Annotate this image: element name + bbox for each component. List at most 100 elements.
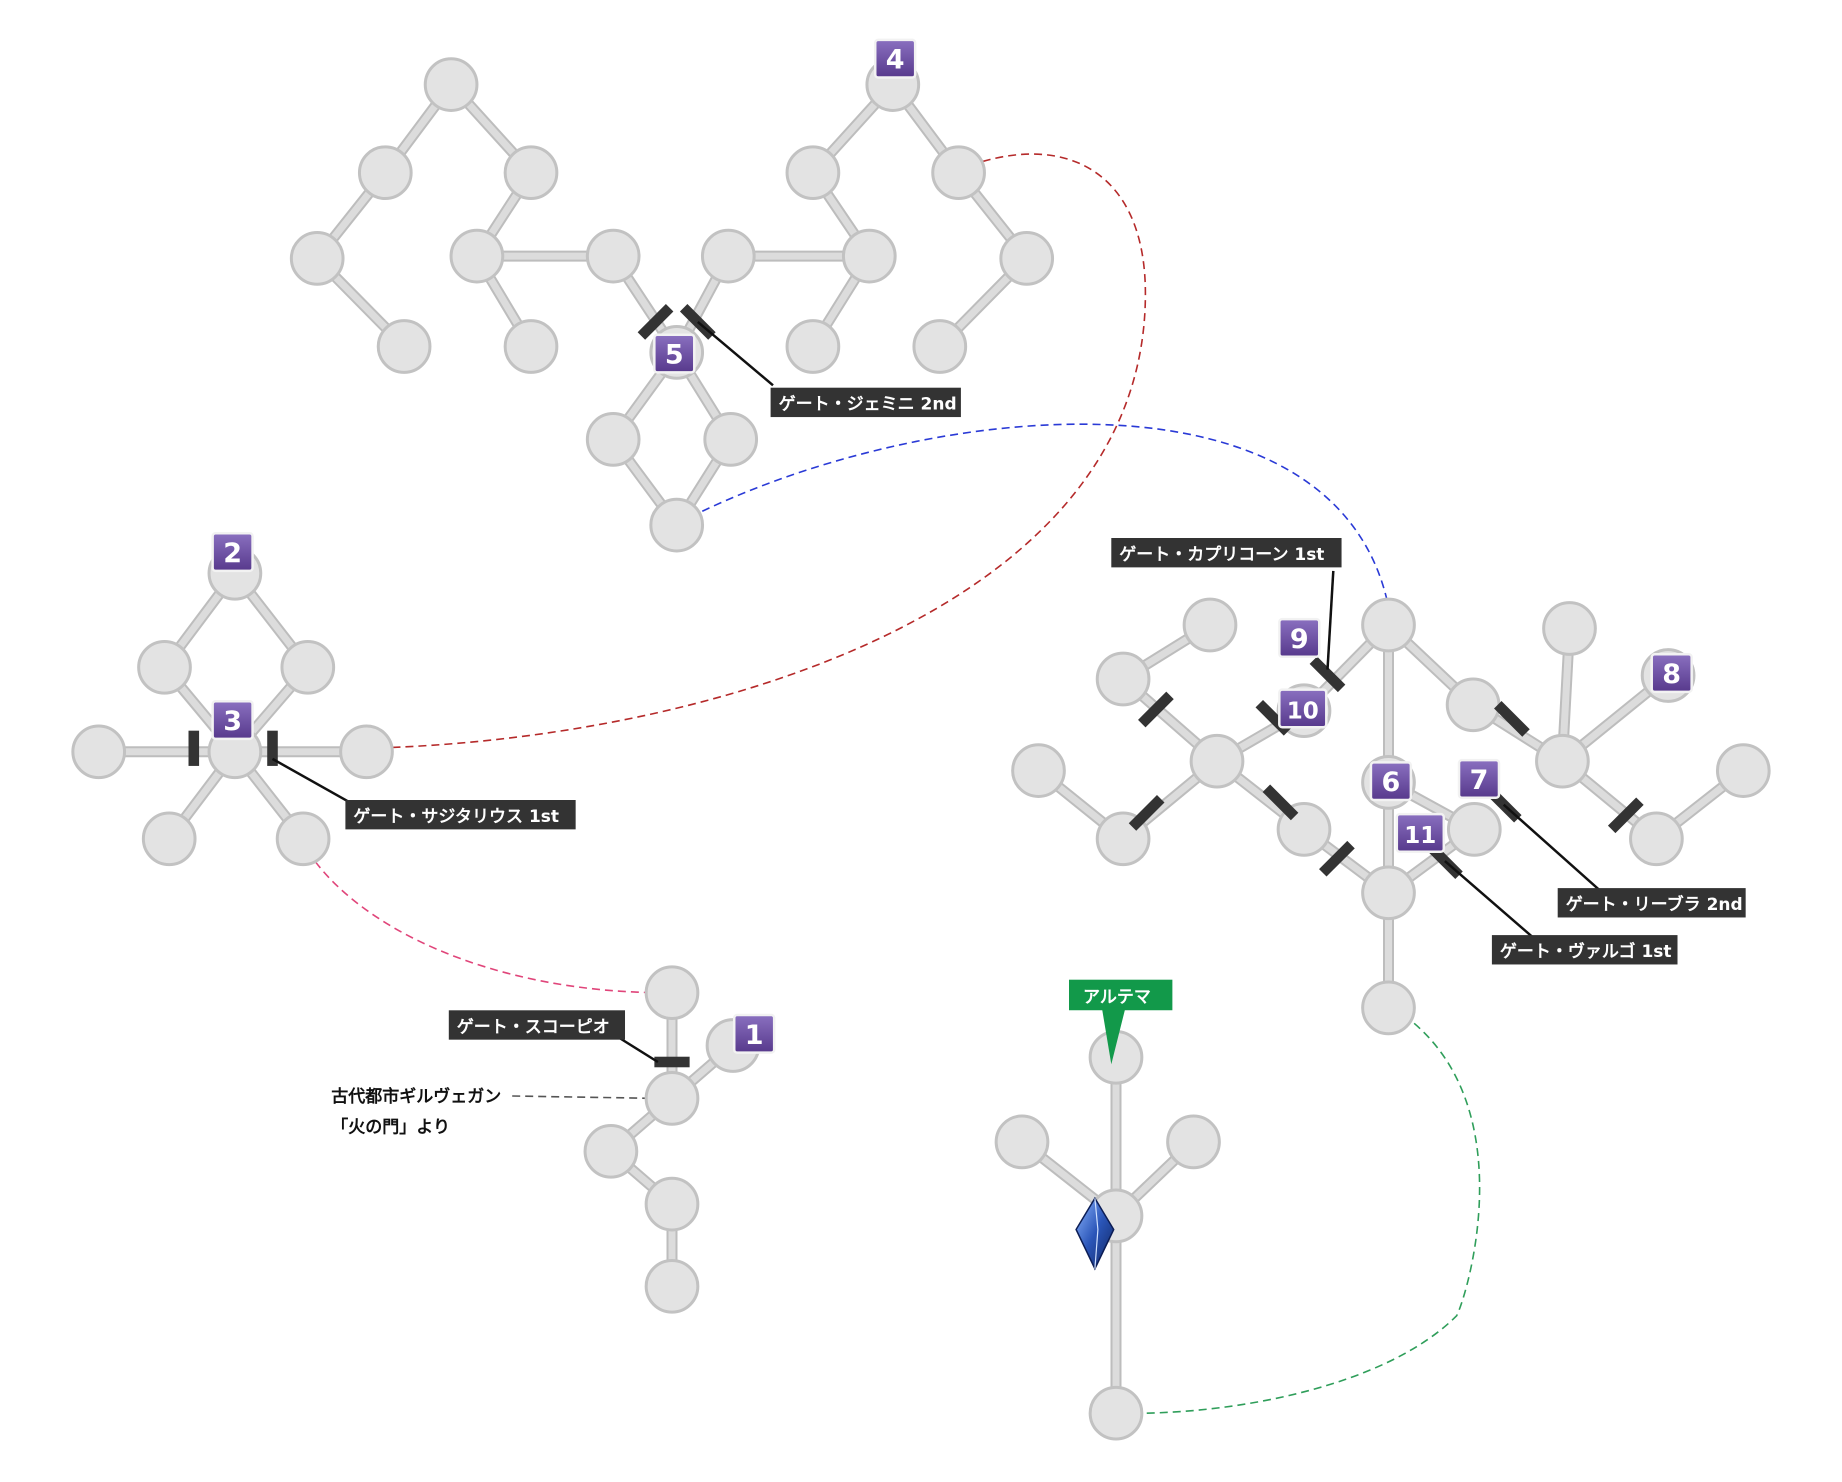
marker-number: 9 — [1290, 624, 1309, 655]
gate-label-text: ゲート・リーブラ 2nd — [1566, 894, 1743, 915]
map-room — [280, 639, 336, 695]
gate-leader-line — [696, 320, 774, 387]
marker-number: 1 — [745, 1020, 764, 1051]
gate-leader-line — [619, 1037, 659, 1064]
map-room — [644, 965, 700, 1021]
map-room — [1715, 743, 1771, 798]
gate-scorpio-label: ゲート・スコーピオ — [448, 1010, 626, 1040]
map-room — [1011, 743, 1066, 798]
marker-badge — [653, 333, 696, 374]
map-room — [339, 724, 394, 780]
goal-pointer — [1101, 1007, 1126, 1065]
gate-label-box — [448, 1010, 626, 1040]
map-room — [1189, 733, 1245, 789]
marker-badge — [211, 700, 254, 741]
goal-label-text: アルテマ — [1083, 988, 1151, 1008]
map-room — [357, 145, 413, 201]
gate-barrier — [1262, 784, 1299, 821]
gate-barrier — [267, 730, 278, 766]
warp-link — [366, 153, 1147, 750]
map-room — [585, 412, 641, 467]
marker-number: 10 — [1287, 698, 1319, 724]
map-room — [912, 319, 968, 374]
map-room — [644, 1176, 700, 1232]
map-room — [137, 639, 192, 695]
marker-badge — [211, 532, 254, 573]
gate-barriers — [188, 304, 1644, 1068]
map-room — [785, 319, 841, 374]
gate-gemini-label: ゲート・ジェミニ 2nd — [770, 387, 961, 418]
map-room — [1182, 597, 1238, 653]
marker-badge — [1278, 688, 1328, 729]
gate-leader-line — [271, 757, 349, 803]
map-room — [71, 724, 127, 780]
map-marker-3: 3 — [211, 700, 254, 741]
map-marker-8: 8 — [1650, 653, 1693, 694]
map-room — [1361, 980, 1416, 1036]
map-room — [503, 145, 559, 201]
gate-label-box — [1111, 538, 1342, 568]
save-crystal-icon — [1075, 1196, 1115, 1271]
marker-badge — [1395, 812, 1446, 853]
map-room — [1446, 802, 1502, 857]
gate-barrier — [637, 304, 674, 340]
map-room — [503, 319, 559, 374]
map-marker-5: 5 — [653, 333, 696, 374]
gate-libra-label: ゲート・リーブラ 2nd — [1557, 888, 1746, 918]
goal-label-box — [1069, 979, 1173, 1011]
map-room — [644, 1258, 700, 1314]
marker-number: 8 — [1662, 659, 1681, 690]
entry-origin-line2: 「火の門」より — [331, 1117, 450, 1138]
gate-label-box — [345, 800, 576, 830]
gate-leader-line — [1444, 860, 1534, 939]
marker-badge — [732, 1013, 776, 1054]
crystal-facet — [1094, 1198, 1099, 1269]
warp-link — [302, 842, 665, 994]
map-room — [1445, 677, 1501, 733]
gate-label-text: ゲート・ヴァルゴ 1st — [1500, 941, 1672, 962]
gate-label-box — [770, 387, 961, 418]
map-room — [700, 228, 756, 284]
marker-number: 4 — [886, 45, 905, 76]
marker-badge — [1457, 758, 1501, 799]
map-room — [841, 228, 897, 284]
map-annotations: ゲート・ジェミニ 2nd ゲート・サジタリウス 1st ゲート・カプリコーン 1st… — [211, 38, 1746, 1271]
gate-sagittarius-label: ゲート・サジタリウス 1st — [345, 800, 576, 830]
map-room — [703, 412, 759, 467]
gate-leader-line — [1502, 803, 1601, 892]
gate-barrier — [188, 730, 200, 766]
marker-number: 11 — [1404, 823, 1436, 849]
gate-capricorn-label: ゲート・カプリコーン 1st — [1111, 538, 1342, 568]
map-room — [994, 1114, 1050, 1170]
gate-label-box — [1557, 888, 1746, 918]
map-marker-6: 6 — [1369, 761, 1413, 802]
warp-link — [678, 423, 1395, 622]
gate-leader-line — [1326, 570, 1335, 670]
map-room — [376, 319, 432, 374]
map-marker-10: 10 — [1278, 688, 1328, 729]
map-room — [585, 228, 641, 284]
warp-links — [302, 153, 1481, 1420]
warp-link — [1117, 1007, 1481, 1420]
gate-label-text: ゲート・ジェミニ 2nd — [779, 394, 957, 415]
map-marker-2: 2 — [211, 532, 254, 573]
map-room — [141, 811, 197, 867]
gate-label-text: ゲート・サジタリウス 1st — [353, 806, 559, 827]
warp-link — [512, 1092, 660, 1104]
map-room — [1535, 733, 1590, 789]
map-room — [583, 1123, 639, 1179]
map-marker-11: 11 — [1395, 812, 1446, 853]
gate-label-text: ゲート・スコーピオ — [457, 1016, 610, 1037]
marker-number: 6 — [1382, 767, 1401, 798]
gate-barrier — [1138, 691, 1174, 728]
gate-barrier — [1607, 797, 1644, 834]
marker-badge — [1650, 653, 1693, 694]
gate-virgo-label: ゲート・ヴァルゴ 1st — [1491, 935, 1678, 965]
gate-barrier — [1128, 795, 1165, 831]
map-room — [1361, 597, 1416, 653]
map-marker-1: 1 — [732, 1013, 776, 1054]
marker-number: 5 — [665, 340, 684, 371]
marker-number: 7 — [1470, 765, 1489, 796]
marker-badge — [1369, 761, 1413, 802]
